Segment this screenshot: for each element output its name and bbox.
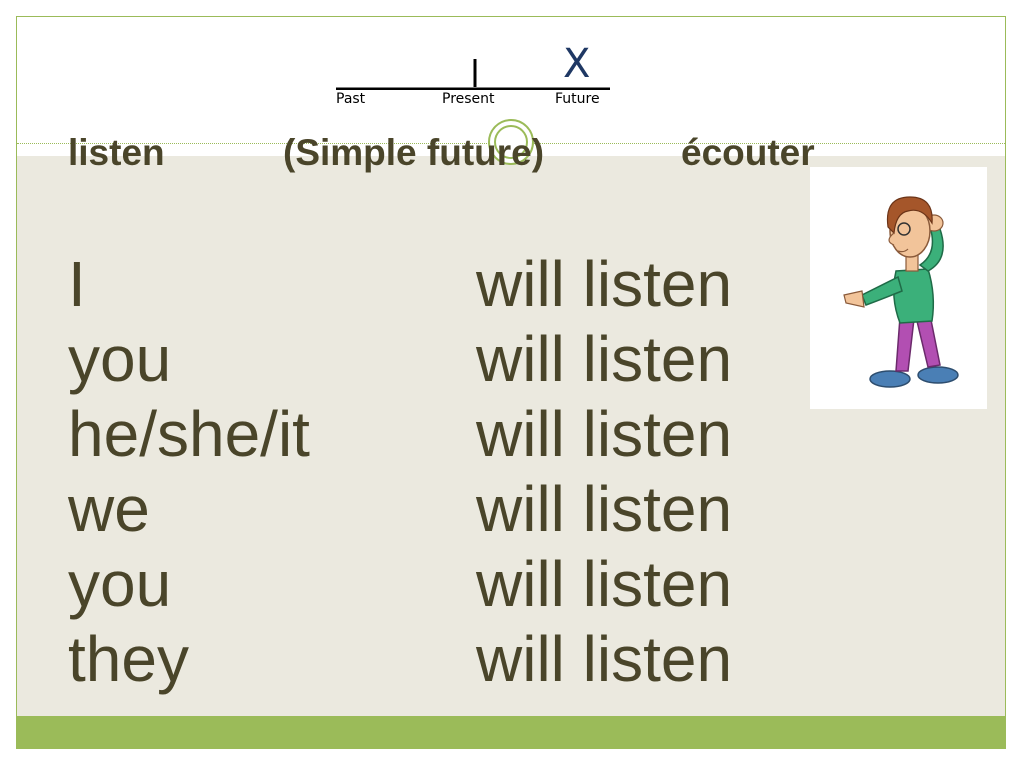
verb-form-3: will listen <box>476 398 733 470</box>
verb-form-2: will listen <box>476 323 733 395</box>
timeline-label-future: Future <box>555 91 600 107</box>
verb-form-4: will listen <box>476 473 733 545</box>
bottom-accent-bar <box>17 716 1005 749</box>
pronoun-2: you <box>68 323 172 395</box>
listening-man-illustration <box>810 167 987 409</box>
pronoun-5: you <box>68 548 172 620</box>
timeline-label-present: Present <box>442 91 495 107</box>
verb-form-6: will listen <box>476 623 733 695</box>
verb-form-1: will listen <box>476 248 733 320</box>
pronoun-3: he/she/it <box>68 398 310 470</box>
timeline-label-past: Past <box>336 91 366 107</box>
tense-timeline: X Past Present Future <box>330 40 620 115</box>
verb-english: listen <box>68 132 165 173</box>
pronoun-4: we <box>68 473 150 545</box>
future-marker-x: X <box>563 41 591 87</box>
tense-title: (Simple future) <box>283 132 545 173</box>
verb-form-5: will listen <box>476 548 733 620</box>
pronoun-1: I <box>68 248 86 320</box>
timeline-graphic <box>336 59 610 90</box>
listening-man-icon <box>843 196 959 388</box>
pronoun-6: they <box>68 623 189 695</box>
decorative-ring <box>488 119 534 165</box>
verb-french: écouter <box>681 132 815 173</box>
